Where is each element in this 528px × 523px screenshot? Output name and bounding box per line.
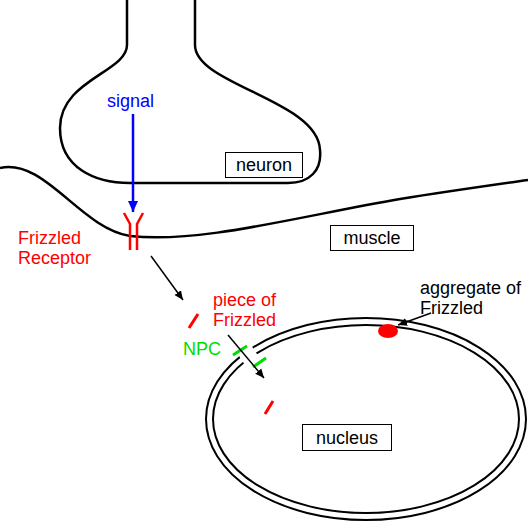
- signal-label: signal: [107, 91, 187, 111]
- frizzled-piece: [189, 314, 198, 328]
- cell-label-box: nucleus: [302, 424, 392, 451]
- box-text: nucleus: [316, 428, 378, 448]
- signal-arrow: [132, 114, 135, 212]
- nuclear-envelope-inner: [213, 325, 519, 513]
- receptor-label: Frizzled Receptor: [18, 228, 122, 268]
- piece-label: piece of Frizzled: [213, 290, 295, 330]
- import-arrow: [228, 335, 264, 378]
- frizzled-receptor: [124, 213, 143, 250]
- npc-label: NPC: [183, 339, 243, 359]
- box-text: muscle: [343, 228, 400, 248]
- cell-label-box: neuron: [225, 152, 303, 178]
- frizzled-aggregate: [378, 324, 398, 338]
- cell-label-box: muscle: [330, 225, 414, 251]
- npc-wall: [253, 358, 266, 367]
- neuron-outline: [60, 0, 320, 183]
- nuclear-envelope-outer: [206, 318, 526, 520]
- imported-frizzled-piece: [265, 401, 273, 414]
- box-text: neuron: [236, 155, 292, 175]
- pathway-arrow: [151, 256, 183, 300]
- aggregate-label: aggregate of Frizzled: [420, 278, 524, 318]
